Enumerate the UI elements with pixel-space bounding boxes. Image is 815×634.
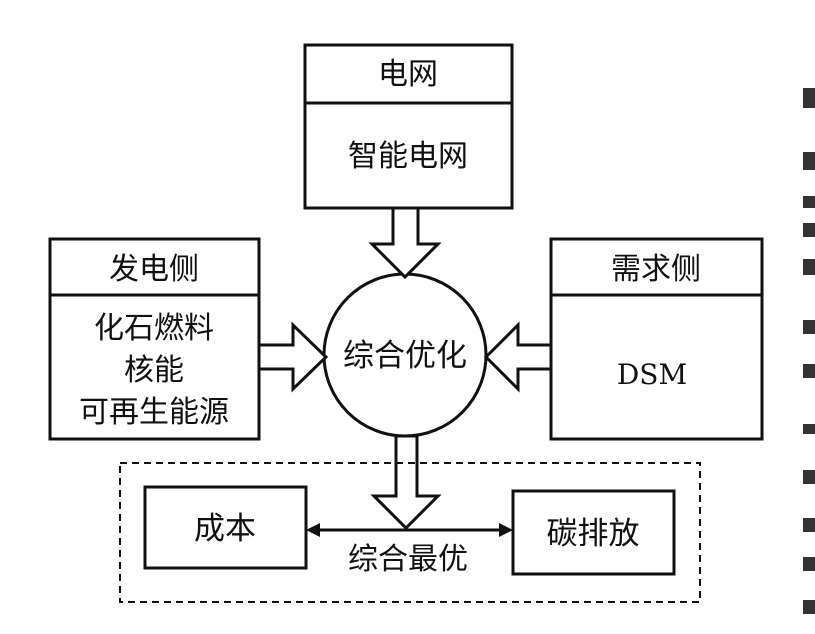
generation-box: 发电侧 化石燃料 核能 可再生能源 <box>48 237 261 441</box>
generation-item-fossil: 化石燃料 <box>94 311 214 346</box>
grid-box: 电网 智能电网 <box>303 43 514 210</box>
arrow-grid-to-center <box>368 206 442 280</box>
arrow-center-to-result <box>370 434 442 531</box>
tradeoff-arrow <box>306 523 513 537</box>
generation-item-nuclear: 核能 <box>124 353 184 388</box>
grid-title: 电网 <box>378 57 438 92</box>
cost-label: 成本 <box>194 511 256 547</box>
tradeoff-arrowhead-right <box>499 523 513 537</box>
cost-box: 成本 <box>143 485 308 570</box>
emission-label: 碳排放 <box>547 516 640 552</box>
arrow-demand-to-center <box>483 321 553 393</box>
arrow-generation-to-center <box>257 321 329 393</box>
cropped-edge-text <box>803 88 815 614</box>
center-node: 综合优化 <box>322 272 488 438</box>
generation-title: 发电侧 <box>109 252 199 287</box>
result-label: 综合最优 <box>348 542 468 577</box>
grid-content: 智能电网 <box>348 139 468 174</box>
demand-title: 需求侧 <box>611 252 701 287</box>
center-label: 综合优化 <box>343 338 467 374</box>
emission-box: 碳排放 <box>511 489 676 576</box>
demand-content: DSM <box>617 358 687 391</box>
generation-item-renewable: 可再生能源 <box>79 395 229 430</box>
tradeoff-arrowhead-left <box>306 523 320 537</box>
result-region <box>119 462 701 603</box>
demand-box: 需求侧 DSM <box>549 237 764 441</box>
